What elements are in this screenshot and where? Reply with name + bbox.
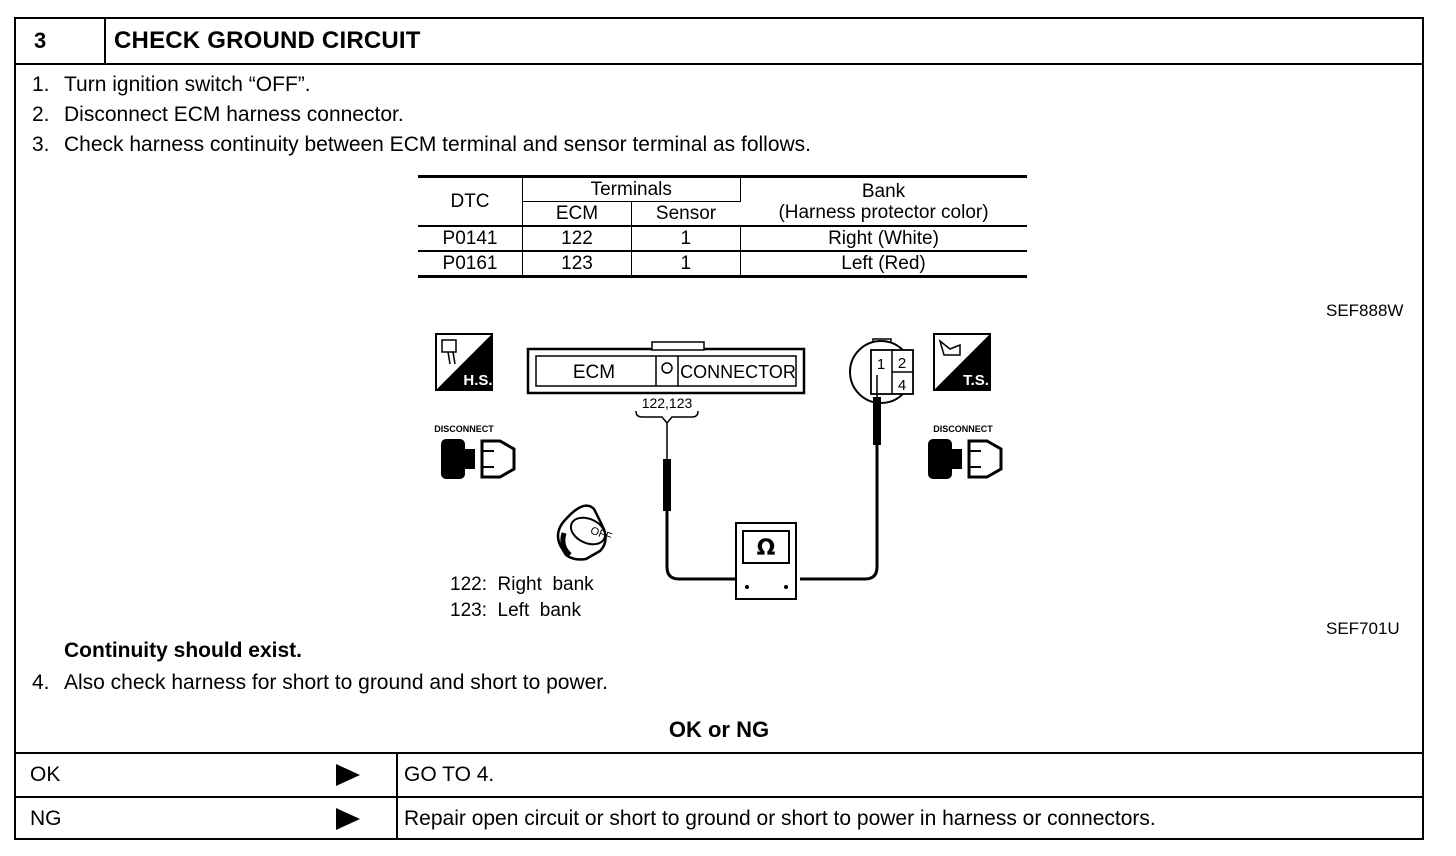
terminal-label: 122,123 (642, 395, 693, 411)
procedure-header: 3 CHECK GROUND CIRCUIT (16, 19, 1422, 65)
ecm-connector: ECM CONNECTOR (526, 341, 806, 395)
result-label-ok: OK (30, 763, 61, 786)
header-bank-line2: (Harness protector color) (778, 201, 989, 223)
step-2: 2. Disconnect ECM harness connector. (32, 103, 404, 127)
cell-bank: Right (White) (740, 226, 1027, 252)
cell-dtc: P0161 (418, 251, 523, 278)
figure-code-table: SEF888W (1326, 301, 1404, 320)
result-action-ng: Repair open circuit or short to ground o… (404, 807, 1156, 830)
disconnect-icon-right (928, 439, 1003, 479)
ignition-key-icon: OFF (556, 504, 614, 561)
connector-label: CONNECTOR (680, 362, 796, 382)
legend-right-bank: 122: Right bank (450, 574, 594, 595)
cell-ecm: 123 (522, 251, 632, 278)
continuity-note: Continuity should exist. (64, 639, 303, 662)
sensor-pin-1: 1 (877, 356, 885, 373)
ohmmeter-icon: Ω (735, 522, 797, 600)
step-2-text: Disconnect ECM harness connector. (64, 103, 404, 126)
result-label-ng: NG (30, 807, 62, 830)
ohm-symbol: Ω (757, 536, 776, 561)
procedure-title: CHECK GROUND CIRCUIT (114, 27, 421, 54)
procedure-frame: 3 CHECK GROUND CIRCUIT 1. Turn ignition s… (14, 17, 1424, 840)
wiring-diagram: H.S. DISCONNECT ECM CONNECTOR 122,123 (434, 333, 1003, 621)
terminal-bracket (635, 410, 699, 425)
column-divider (396, 754, 398, 796)
sensor-pin-4: 4 (898, 377, 906, 394)
disconnect-label-left: DISCONNECT (434, 424, 494, 434)
sensor-pin-2: 2 (898, 355, 906, 372)
header-dtc: DTC (418, 175, 523, 227)
ok-ng-title: OK or NG (668, 717, 770, 742)
step-4-text: Also check harness for short to ground a… (64, 671, 608, 694)
header-sensor: Sensor (631, 201, 740, 227)
legend-left-bank: 123: Left bank (450, 600, 581, 621)
cell-bank: Left (Red) (740, 251, 1027, 278)
column-divider (396, 798, 398, 840)
continuity-spec-table: DTC Terminals Bank (Harness protector co… (418, 175, 1027, 278)
hs-label: H.S. (463, 372, 492, 389)
step-4-number: 4. (32, 671, 50, 694)
step-number: 3 (16, 19, 106, 63)
table-row: P0141 122 1 Right (White) (418, 226, 1027, 252)
step-3: 3. Check harness continuity between ECM t… (32, 133, 811, 157)
step-1-text: Turn ignition switch “OFF”. (64, 73, 311, 96)
cell-dtc: P0141 (418, 226, 523, 252)
result-row-ok: OK GO TO 4. (16, 752, 1422, 796)
step-3-text: Check harness continuity between ECM ter… (64, 133, 812, 156)
probe-lead-right (800, 375, 881, 581)
ts-label: T.S. (963, 372, 989, 389)
result-action-ok: GO TO 4. (404, 763, 495, 786)
step-4: 4. Also check harness for short to ground… (32, 671, 608, 695)
disconnect-icon-left (441, 439, 516, 479)
arrow-right-icon (336, 808, 360, 830)
ecm-label: ECM (573, 362, 615, 383)
header-ecm: ECM (522, 201, 632, 227)
hs-tool-badge: H.S. (435, 333, 493, 391)
figure-code-diagram: SEF701U (1326, 619, 1400, 638)
result-row-ng: NG Repair open circuit or short to groun… (16, 796, 1422, 840)
header-bank-line1: Bank (861, 180, 906, 202)
header-terminals: Terminals (522, 175, 741, 202)
disconnect-label-right: DISCONNECT (933, 424, 993, 434)
cell-ecm: 122 (522, 226, 632, 252)
probe-lead-left (663, 423, 740, 581)
header-bank: Bank (Harness protector color) (740, 175, 1027, 227)
step-2-number: 2. (32, 103, 50, 126)
step-1-number: 1. (32, 73, 50, 96)
ts-tool-badge: T.S. (933, 333, 991, 391)
step-3-number: 3. (32, 133, 50, 156)
step-1: 1. Turn ignition switch “OFF”. (32, 73, 311, 97)
cell-sensor: 1 (631, 251, 741, 278)
sensor-connector: 1 2 4 (849, 338, 914, 404)
cell-sensor: 1 (631, 226, 741, 252)
table-row: P0161 123 1 Left (Red) (418, 251, 1027, 278)
arrow-right-icon (336, 764, 360, 786)
